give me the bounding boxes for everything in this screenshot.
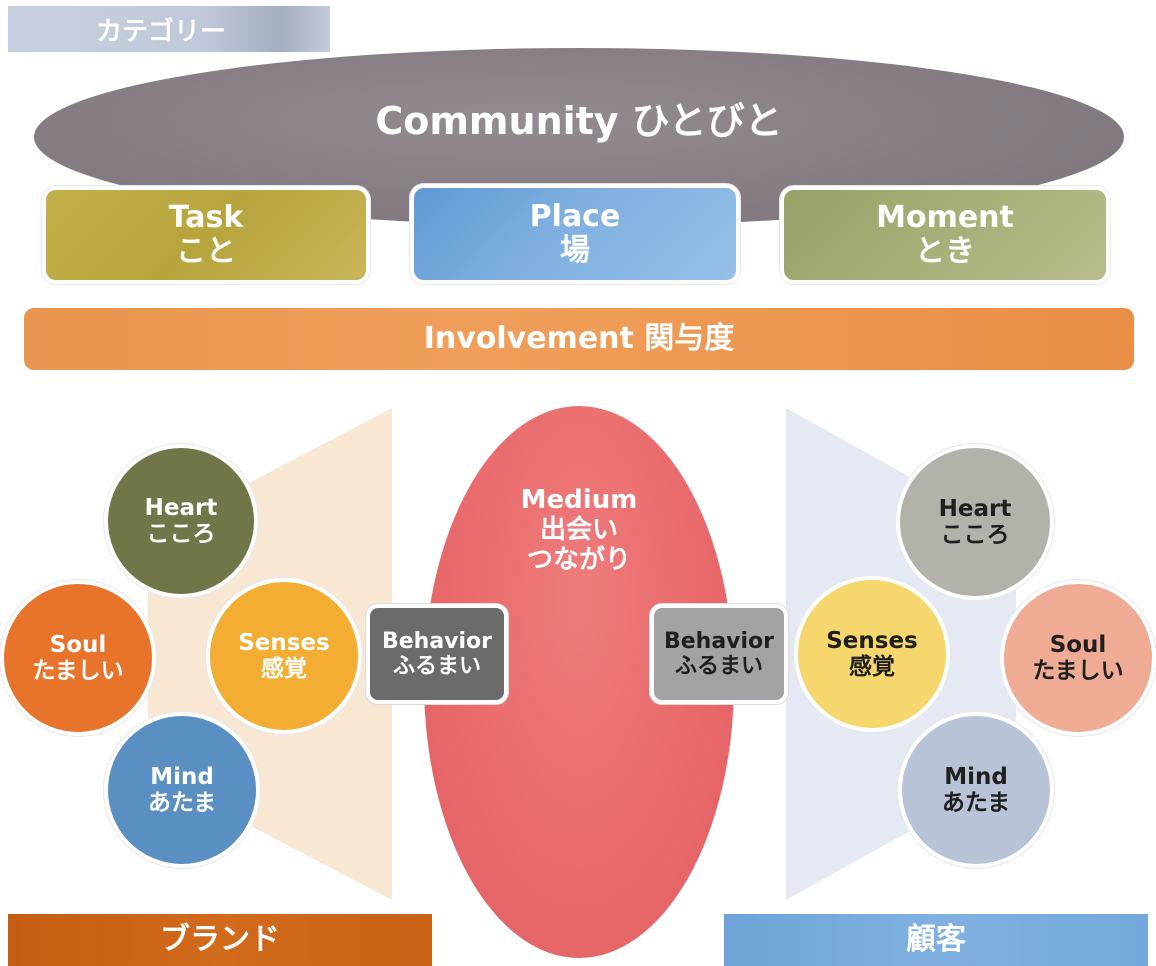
task-label-en: Task (168, 199, 244, 235)
customer-senses-en: Senses (826, 627, 918, 654)
customer-mind-jp: あたま (941, 790, 1011, 816)
customer-heart-circle: Heart こころ (896, 444, 1054, 600)
involvement-label: Involvement 関与度 (423, 320, 735, 356)
customer-heart-jp: こころ (940, 522, 1010, 548)
brand-senses-jp: 感覚 (261, 656, 307, 682)
brand-soul-jp: たましい (32, 658, 124, 684)
customer-soul-circle: Soul たましい (1000, 580, 1156, 736)
brand-label-bar: ブランド (8, 914, 432, 966)
moment-label-en: Moment (876, 199, 1014, 235)
community-label: Community ひとびと (375, 99, 783, 143)
medium-label-en: Medium (520, 485, 638, 515)
involvement-bar: Involvement 関与度 (24, 308, 1134, 370)
customer-label-bar: 顧客 (724, 914, 1148, 966)
customer-mind-circle: Mind あたま (898, 712, 1054, 868)
medium-label-jp1: 出会い (539, 514, 618, 545)
brand-heart-circle: Heart こころ (104, 444, 258, 598)
customer-senses-circle: Senses 感覚 (794, 576, 950, 732)
brand-heart-jp: こころ (146, 521, 216, 547)
brand-behavior-box: Behavior ふるまい (366, 604, 508, 704)
category-tag: カテゴリー (8, 6, 330, 52)
customer-heart-en: Heart (938, 495, 1012, 522)
moment-label-jp: とき (915, 234, 975, 269)
brand-mind-circle: Mind あたま (104, 712, 260, 868)
place-box: Place 場 (410, 184, 740, 284)
medium-label: Medium 出会い つながり (424, 485, 734, 576)
task-label-jp: こと (176, 234, 236, 269)
brand-mind-jp: あたま (147, 790, 217, 816)
place-label-en: Place (529, 198, 621, 234)
medium-label-jp2: つながり (526, 544, 631, 575)
brand-heart-en: Heart (144, 494, 218, 521)
brand-senses-en: Senses (238, 629, 330, 656)
customer-mind-en: Mind (944, 763, 1008, 790)
brand-behavior-jp: ふるまい (392, 654, 481, 679)
customer-senses-jp: 感覚 (849, 654, 895, 680)
brand-behavior-en: Behavior (381, 628, 493, 654)
customer-behavior-box: Behavior ふるまい (650, 604, 788, 704)
brand-soul-circle: Soul たましい (0, 580, 156, 736)
brand-mind-en: Mind (150, 763, 214, 790)
moment-box: Moment とき (780, 186, 1110, 284)
brand-senses-circle: Senses 感覚 (206, 578, 362, 734)
customer-soul-en: Soul (1049, 631, 1107, 658)
brand-soul-en: Soul (49, 631, 107, 658)
brand-label: ブランド (160, 921, 280, 957)
category-label: カテゴリー (96, 16, 227, 47)
place-label-jp: 場 (560, 233, 590, 268)
customer-behavior-jp: ふるまい (674, 654, 763, 679)
task-box: Task こと (42, 186, 370, 284)
customer-behavior-en: Behavior (663, 628, 775, 654)
customer-label: 顧客 (906, 921, 966, 957)
customer-soul-jp: たましい (1032, 658, 1124, 684)
